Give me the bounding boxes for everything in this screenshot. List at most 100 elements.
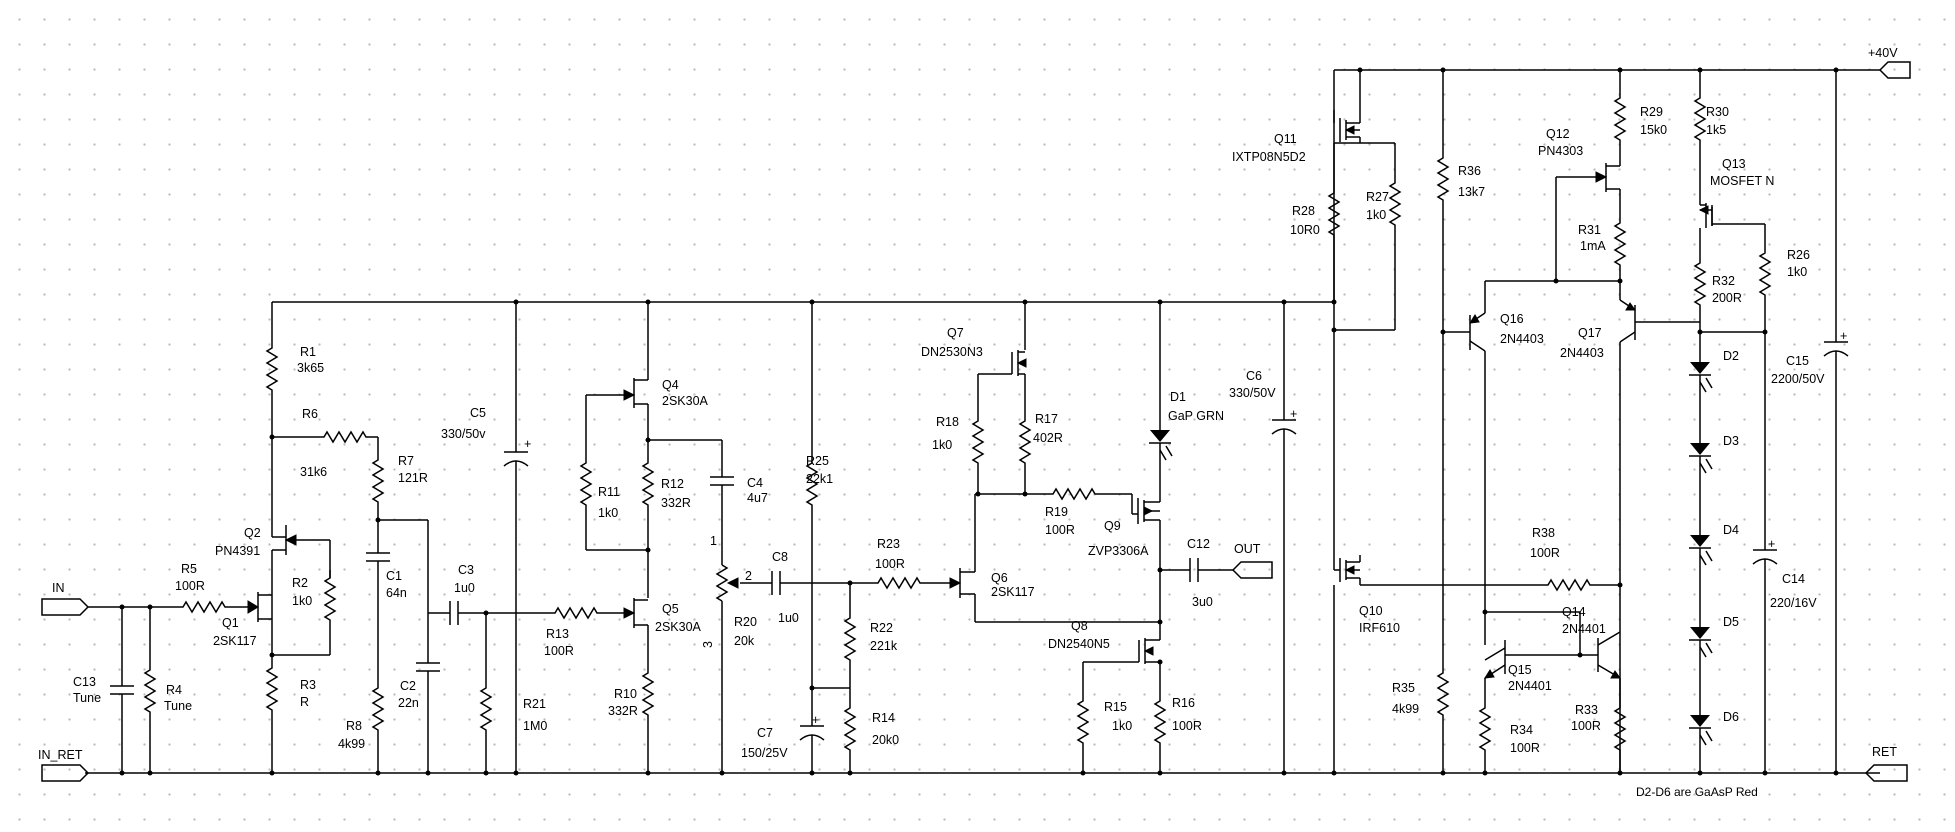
r6-val: 31k6: [300, 465, 327, 479]
jfet-q12: Q12 PN4303: [1538, 70, 1621, 192]
c3-ref: C3: [458, 563, 474, 577]
led-d3: D3: [1689, 434, 1739, 474]
c6-ref: C6: [1246, 369, 1262, 383]
c5-plus: +: [524, 437, 531, 451]
r7-val: 121R: [398, 471, 428, 485]
resistor-r6: R6 31k6: [272, 407, 378, 479]
resistor-r36: R36 13k7: [1437, 70, 1485, 665]
r20-val: 20k: [734, 634, 755, 648]
d5-ref: D5: [1723, 615, 1739, 629]
q13-ref: Q13: [1722, 157, 1746, 171]
resistor-r1: R1 3k65: [266, 339, 324, 537]
led-d2: D2: [1689, 332, 1739, 393]
resistor-r2: R2 1k0: [272, 540, 336, 656]
r32-val: 200R: [1712, 291, 1742, 305]
capacitor-c5: + C5 330/50v: [441, 302, 531, 773]
mosfet-q9: Q9 ZVP3306A: [1088, 494, 1160, 558]
r5-ref: R5: [181, 562, 197, 576]
q13-val: MOSFET N: [1710, 174, 1774, 188]
capacitor-c14: + C14 220/16V: [1752, 537, 1817, 773]
d6-ref: D6: [1723, 710, 1739, 724]
resistor-r12: R12 332R: [642, 440, 691, 598]
q10-val: IRF610: [1359, 621, 1400, 635]
junction-dots: [119, 67, 1839, 776]
r21-ref: R21: [523, 697, 546, 711]
q2-val: PN4391: [215, 544, 260, 558]
q9-ref: Q9: [1104, 519, 1121, 533]
r17-val: 402R: [1033, 431, 1063, 445]
c14-ref: C14: [1782, 572, 1805, 586]
r15-ref: R15: [1104, 700, 1127, 714]
q17-val: 2N4403: [1560, 346, 1604, 360]
r30-ref: R30: [1706, 105, 1729, 119]
r11-ref: R11: [598, 485, 620, 499]
r20-pin1: 1: [710, 534, 717, 548]
r19-ref: R19: [1045, 505, 1068, 519]
c1-ref: C1: [386, 569, 402, 583]
d4-ref: D4: [1723, 523, 1739, 537]
r25-ref: R25: [806, 454, 829, 468]
r23-ref: R23: [877, 537, 900, 551]
resistor-r7: R7 121R: [372, 437, 428, 520]
c4-val: 4u7: [747, 491, 768, 505]
capacitor-c3: C3 1u0: [428, 563, 540, 625]
port-in: IN: [41, 581, 175, 616]
r22-val: 221k: [870, 639, 898, 653]
r22-ref: R22: [870, 621, 893, 635]
r1-ref: R1: [300, 345, 316, 359]
r26-val: 1k0: [1787, 265, 1807, 279]
r12-val: 332R: [661, 496, 691, 510]
r31-ref: R31: [1578, 223, 1601, 237]
r5-val: 100R: [175, 579, 205, 593]
resistor-r30: R30 1k5: [1694, 89, 1729, 149]
resistor-r8: R8 4k99: [338, 679, 384, 773]
r1-val: 3k65: [297, 361, 324, 375]
r12-ref: R12: [661, 477, 684, 491]
q16-val: 2N4403: [1500, 332, 1544, 346]
mosfet-q7: Q7 DN2530N3: [921, 302, 1027, 392]
q10-ref: Q10: [1359, 604, 1383, 618]
capacitor-c6: + C6 330/50V: [1229, 302, 1297, 773]
q16-ref: Q16: [1500, 312, 1524, 326]
c13-val: Tune: [73, 691, 101, 705]
port-ret: RET: [1864, 745, 1908, 782]
r7-ref: R7: [398, 454, 414, 468]
q12-val: PN4303: [1538, 144, 1583, 158]
q2-ref: Q2: [244, 526, 261, 540]
resistor-r5: R5 100R: [174, 562, 255, 613]
d1-val: GaP GRN: [1168, 409, 1224, 423]
jfet-q2: Q2 PN4391: [215, 525, 330, 592]
port-in-ret: IN_RET: [38, 748, 90, 782]
d1-ref: D1: [1170, 390, 1186, 404]
r32-ref: R32: [1712, 274, 1735, 288]
r38-ref: R38: [1532, 526, 1555, 540]
jfet-q1: Q1 2SK117: [213, 592, 273, 648]
capacitor-c7: + C7 150/25V: [741, 688, 825, 773]
mosfet-q10: Q10 IRF610: [1334, 555, 1540, 635]
resistor-r22: R22 221k: [844, 583, 898, 700]
r28-val: 10R0: [1290, 223, 1320, 237]
r21-val: 1M0: [523, 719, 547, 733]
resistor-r18: R18 1k0: [932, 412, 984, 494]
led-d4: D4: [1689, 523, 1739, 566]
r6-ref: R6: [302, 407, 318, 421]
q11-val: IXTP08N5D2: [1232, 150, 1306, 164]
resistor-r3: R3 R: [266, 659, 316, 773]
q9-val: ZVP3306A: [1088, 544, 1149, 558]
r33-val: 100R: [1571, 719, 1601, 733]
c7-plus: +: [812, 713, 819, 727]
port-vplus: +40V: [1868, 46, 1911, 79]
r8-ref: R8: [346, 719, 362, 733]
c3-val: 1u0: [454, 581, 475, 595]
r20-pin3: 3: [701, 641, 715, 648]
c6-val: 330/50V: [1229, 386, 1276, 400]
c8-val: 1u0: [778, 611, 799, 625]
capacitor-c1: C1 64n: [366, 520, 407, 680]
r4-ref: R4: [166, 683, 182, 697]
r14-val: 20k0: [872, 733, 899, 747]
r10-val: 332R: [608, 704, 638, 718]
resistor-r28: R28 10R0: [1290, 143, 1340, 330]
mosfet-q11: Q11 IXTP08N5D2: [1232, 70, 1361, 164]
c14-plus: +: [1768, 537, 1775, 551]
